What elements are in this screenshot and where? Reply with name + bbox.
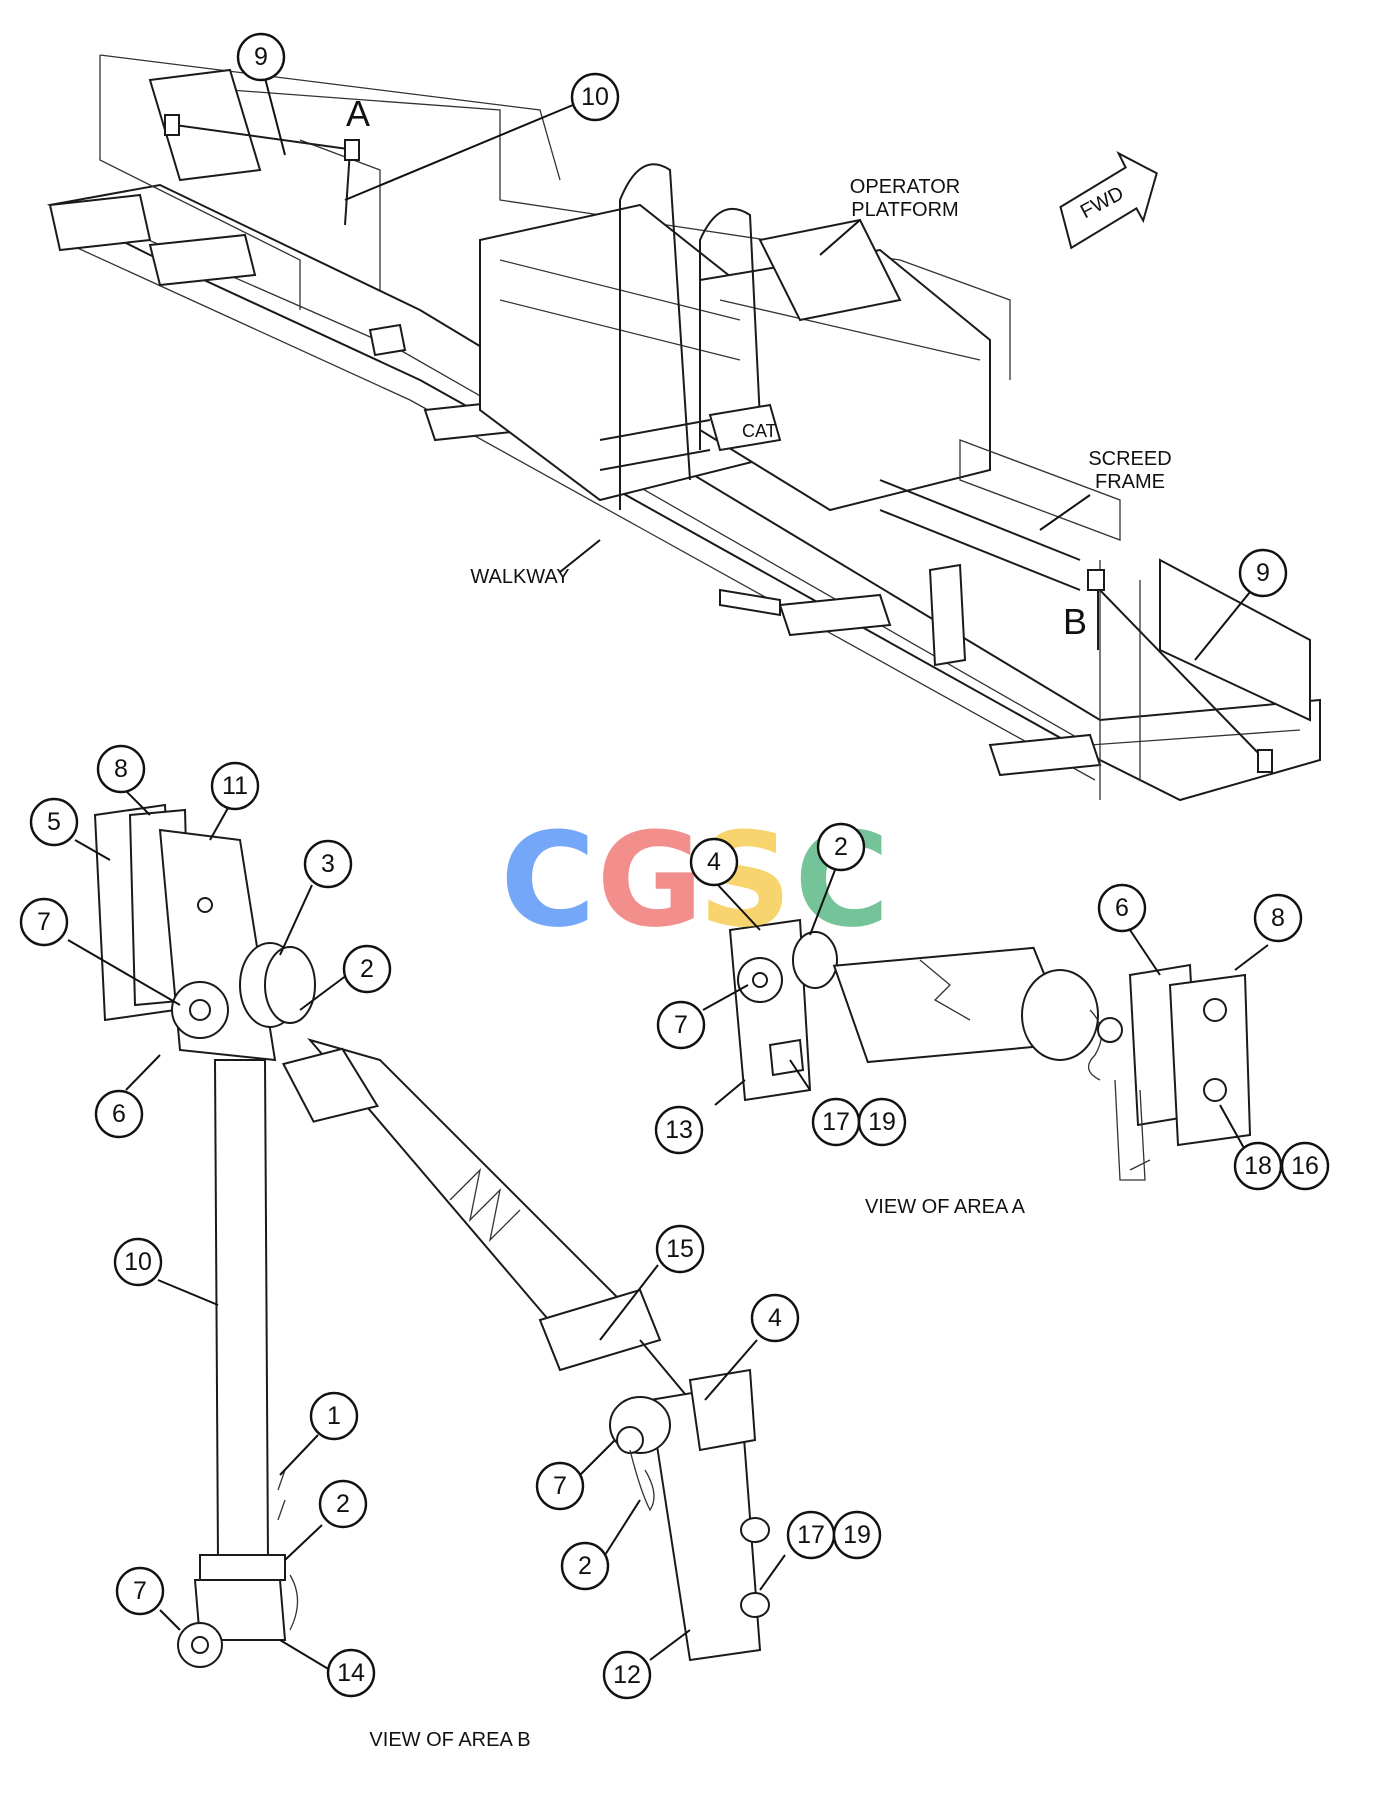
svg-text:15: 15	[666, 1235, 694, 1263]
callout-a-18: 18	[1233, 1141, 1283, 1191]
svg-text:10: 10	[124, 1248, 152, 1276]
svg-text:19: 19	[843, 1521, 871, 1549]
svg-text:10: 10	[581, 83, 609, 111]
svg-text:6: 6	[1115, 894, 1129, 922]
callout-b-7b: 7	[115, 1566, 165, 1616]
callout-b-12: 12	[602, 1650, 652, 1700]
walkway-label: WALKWAY	[470, 566, 569, 588]
svg-text:17: 17	[797, 1521, 825, 1549]
svg-text:18: 18	[1244, 1152, 1272, 1180]
callout-b-14: 14	[326, 1648, 376, 1698]
callout-top-9a: 9	[236, 32, 286, 82]
callout-b-5: 5	[29, 797, 79, 847]
svg-text:2: 2	[834, 833, 848, 861]
svg-text:19: 19	[868, 1108, 896, 1136]
svg-text:2: 2	[360, 955, 374, 983]
svg-text:4: 4	[768, 1304, 782, 1332]
svg-text:7: 7	[674, 1011, 688, 1039]
svg-text:5: 5	[47, 808, 61, 836]
callout-a-17: 17	[811, 1097, 861, 1147]
callout-a-13: 13	[654, 1105, 704, 1155]
svg-text:17: 17	[822, 1108, 850, 1136]
callout-a-7: 7	[656, 1000, 706, 1050]
callout-b-10: 10	[113, 1237, 163, 1287]
svg-text:9: 9	[1256, 559, 1270, 587]
svg-text:13: 13	[665, 1116, 693, 1144]
callout-a-16: 16	[1280, 1141, 1330, 1191]
view-area-b-label: VIEW OF AREA B	[369, 1729, 530, 1751]
operator-platform-label-1: OPERATOR	[850, 176, 960, 198]
callout-b-1: 1	[309, 1391, 359, 1441]
svg-text:7: 7	[133, 1577, 147, 1605]
callout-a-6: 6	[1097, 883, 1147, 933]
callout-b-19: 19	[832, 1510, 882, 1560]
svg-text:16: 16	[1291, 1152, 1319, 1180]
svg-text:7: 7	[37, 908, 51, 936]
callout-b-3: 3	[303, 839, 353, 889]
svg-text:4: 4	[707, 848, 721, 876]
callout-b-2b: 2	[318, 1479, 368, 1529]
svg-text:2: 2	[578, 1552, 592, 1580]
svg-text:8: 8	[1271, 904, 1285, 932]
callout-a-2: 2	[816, 822, 866, 872]
callout-leaders	[67, 789, 1269, 1671]
svg-text:14: 14	[337, 1659, 365, 1687]
svg-text:2: 2	[336, 1490, 350, 1518]
operator-platform-label-2: PLATFORM	[851, 199, 958, 221]
forward-arrow-icon: FWD	[1059, 151, 1158, 250]
area-a-detail-drawing	[728, 918, 1252, 1181]
area-b-detail-drawing	[93, 803, 770, 1668]
callout-top-10: 10	[570, 72, 620, 122]
watermark-letter-2: G	[597, 804, 704, 956]
callout-a-8: 8	[1253, 893, 1303, 943]
callout-b-7a: 7	[19, 897, 69, 947]
svg-text:11: 11	[222, 772, 248, 800]
callout-top-9b: 9	[1238, 548, 1288, 598]
area-a-marker: A	[346, 93, 370, 134]
watermark-letter-1: C	[500, 804, 595, 956]
svg-text:3: 3	[321, 850, 335, 878]
area-b-marker: B	[1063, 601, 1087, 642]
callout-b-11: 11	[210, 761, 260, 811]
screed-frame-label-2: FRAME	[1095, 471, 1165, 493]
callout-b-2c: 2	[560, 1541, 610, 1591]
callout-b-4: 4	[750, 1293, 800, 1343]
svg-text:6: 6	[112, 1100, 126, 1128]
svg-text:1: 1	[327, 1402, 341, 1430]
view-area-a-label: VIEW OF AREA A	[865, 1196, 1026, 1218]
screed-frame-label-1: SCREED	[1088, 448, 1171, 470]
callout-b-17: 17	[786, 1510, 836, 1560]
svg-text:7: 7	[553, 1472, 567, 1500]
svg-text:8: 8	[114, 755, 128, 783]
svg-text:CAT: CAT	[742, 421, 777, 441]
callout-a-19: 19	[857, 1097, 907, 1147]
callout-a-4: 4	[689, 837, 739, 887]
svg-text:12: 12	[613, 1661, 641, 1689]
screed-assembly-drawing: CAT	[46, 54, 1321, 802]
callout-b-2a: 2	[342, 944, 392, 994]
callout-b-6: 6	[94, 1089, 144, 1139]
callout-b-7c: 7	[535, 1461, 585, 1511]
callout-b-15: 15	[655, 1224, 705, 1274]
callout-b-8: 8	[96, 744, 146, 794]
watermark-logo: C G S C	[500, 804, 889, 956]
svg-text:9: 9	[254, 43, 268, 71]
